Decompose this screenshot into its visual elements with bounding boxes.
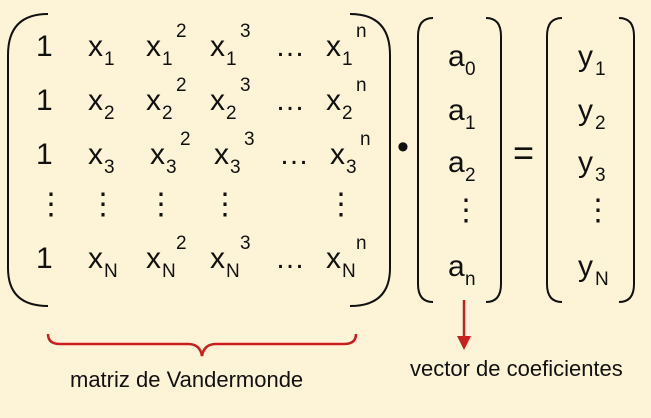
- matrix-entry-r1-c3-subscript: 1: [162, 49, 173, 70]
- coef-entry-1-base: a: [448, 40, 465, 73]
- y-entry-5-base: y: [578, 250, 593, 283]
- y-entry-3-subscript: 3: [595, 165, 606, 186]
- y-entry-3-base: y: [578, 146, 593, 179]
- matrix-entry-r2-c6-subscript: 2: [342, 103, 353, 124]
- matrix-entry-r2-c3-subscript: 2: [162, 103, 173, 124]
- matrix-entry-r5-c6-base: x: [326, 242, 341, 275]
- y-entry-5-subscript: N: [595, 269, 609, 290]
- matrix-entry-r3-c3-subscript: 3: [166, 157, 177, 178]
- y-entry-2-base: y: [578, 94, 593, 127]
- matrix-right-paren: [349, 13, 391, 307]
- matrix-entry-r4-c1-base: ⋮: [36, 188, 66, 221]
- matrix-label: matriz de Vandermonde: [70, 367, 304, 392]
- matrix-entry-r1-c3-superscript: 2: [176, 21, 187, 42]
- matrix-left-paren: [7, 13, 49, 307]
- matrix-entry-r5-c6-superscript: n: [356, 233, 367, 254]
- y-left-paren: [546, 17, 563, 303]
- matrix-entry-r1-c3-base: x: [146, 30, 161, 63]
- matrix-entry-r5-c3-subscript: N: [162, 261, 176, 282]
- matrix-entry-r2-c2-base: x: [88, 84, 103, 117]
- matrix-entry-r2-c4-subscript: 2: [226, 103, 237, 124]
- y-right-paren: [618, 17, 635, 303]
- matrix-entry-r2-c2-subscript: 2: [104, 103, 115, 124]
- y-entry-1-subscript: 1: [595, 59, 606, 80]
- matrix-entry-r1-c4-subscript: 1: [226, 49, 237, 70]
- matrix-entry-r1-c1-base: 1: [36, 30, 53, 63]
- coef-right-paren: [485, 17, 502, 303]
- coef-entry-1-subscript: 0: [465, 59, 476, 80]
- matrix-entry-r3-c3-superscript: 2: [180, 129, 191, 150]
- matrix-entry-r3-c6-base: x: [330, 138, 345, 171]
- matrix-entry-r3-c4-base: x: [214, 138, 229, 171]
- matrix-entry-r1-c6-base: x: [326, 30, 341, 63]
- matrix-entry-r2-c6-base: x: [326, 84, 341, 117]
- equals-sign: =: [513, 132, 535, 173]
- matrix-brace: [46, 333, 358, 357]
- matrix-entry-r3-c6-superscript: n: [360, 129, 371, 150]
- matrix-entry-r1-c2-subscript: 1: [104, 49, 115, 70]
- matrix-entry-r2-c4-superscript: 3: [240, 75, 251, 96]
- vector-arrow-head: [457, 336, 471, 350]
- matrix-entry-r5-c4-base: x: [210, 242, 225, 275]
- coef-entry-4-base: ⋮: [451, 194, 481, 227]
- y-entry-2-subscript: 2: [595, 113, 606, 134]
- matrix-entry-r3-c1-base: 1: [36, 138, 53, 171]
- matrix-entry-r3-c6-subscript: 3: [346, 157, 357, 178]
- matrix-entry-r5-c2-base: x: [88, 242, 103, 275]
- vector-label: vector de coeficientes: [410, 356, 623, 381]
- matrix-entry-r2-c5-base: …: [275, 84, 305, 117]
- matrix-entry-r2-c1-base: 1: [36, 84, 53, 117]
- coef-entry-5-base: a: [448, 250, 465, 283]
- coef-left-paren: [417, 17, 434, 303]
- matrix-entry-r1-c2-base: x: [88, 30, 103, 63]
- y-entry-4-base: ⋮: [583, 194, 613, 227]
- matrix-entry-r5-c4-superscript: 3: [240, 233, 251, 254]
- matrix-entry-r3-c3-base: x: [150, 138, 165, 171]
- matrix-entry-r5-c3-base: x: [146, 242, 161, 275]
- multiplication-dot: •: [397, 128, 409, 166]
- matrix-entry-r2-c3-base: x: [146, 84, 161, 117]
- matrix-entry-r2-c3-superscript: 2: [176, 75, 187, 96]
- matrix-entry-r5-c2-subscript: N: [104, 261, 118, 282]
- matrix-entry-r2-c6-superscript: n: [356, 75, 367, 96]
- matrix-entry-r1-c6-subscript: 1: [342, 49, 353, 70]
- matrix-entry-r5-c5-base: …: [275, 242, 305, 275]
- matrix-entry-r5-c6-subscript: N: [342, 261, 356, 282]
- y-entry-1-base: y: [578, 40, 593, 73]
- coef-entry-5-subscript: n: [465, 269, 476, 290]
- matrix-entry-r4-c4-base: ⋮: [210, 188, 240, 221]
- coef-entry-2-subscript: 1: [465, 113, 476, 134]
- coef-entry-3-base: a: [448, 146, 465, 179]
- matrix-entry-r5-c1-base: 1: [36, 242, 53, 275]
- matrix-entry-r5-c3-superscript: 2: [176, 233, 187, 254]
- matrix-entry-r3-c5-base: …: [279, 138, 309, 171]
- matrix-entry-r3-c2-subscript: 3: [104, 157, 115, 178]
- matrix-entry-r4-c6-base: ⋮: [326, 188, 356, 221]
- matrix-entry-r3-c2-base: x: [88, 138, 103, 171]
- matrix-entry-r3-c4-superscript: 3: [244, 129, 255, 150]
- matrix-entry-r5-c4-subscript: N: [226, 261, 240, 282]
- matrix-entry-r1-c4-superscript: 3: [240, 21, 251, 42]
- coef-entry-2-base: a: [448, 94, 465, 127]
- matrix-entry-r2-c4-base: x: [210, 84, 225, 117]
- matrix-entry-r1-c6-superscript: n: [356, 21, 367, 42]
- coef-entry-3-subscript: 2: [465, 165, 476, 186]
- matrix-entry-r4-c2-base: ⋮: [88, 188, 118, 221]
- matrix-entry-r4-c3-base: ⋮: [146, 188, 176, 221]
- matrix-entry-r1-c4-base: x: [210, 30, 225, 63]
- matrix-entry-r1-c5-base: …: [275, 30, 305, 63]
- matrix-entry-r3-c4-subscript: 3: [230, 157, 241, 178]
